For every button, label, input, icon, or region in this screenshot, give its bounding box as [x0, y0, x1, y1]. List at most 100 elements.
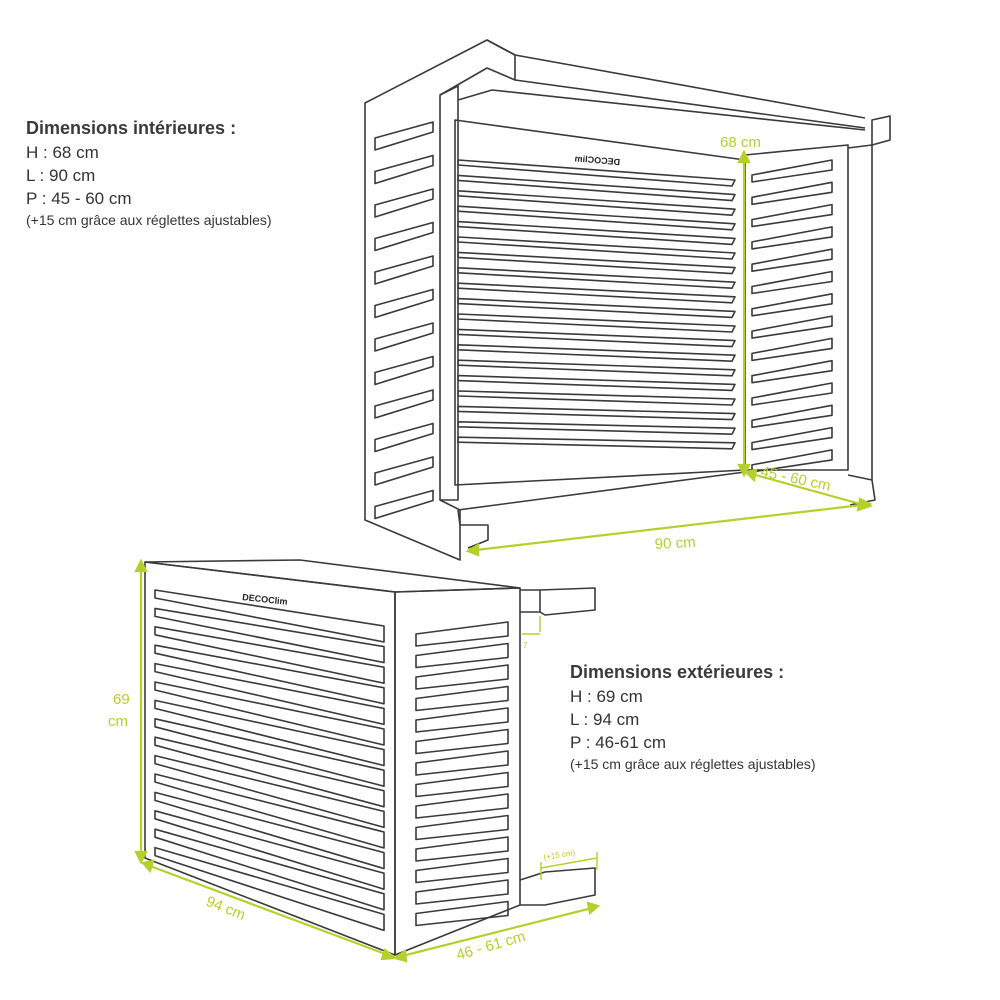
exterior-side-slat [415, 707, 509, 733]
exterior-depth: P : 46-61 cm [570, 733, 667, 752]
ext-height-label-unit: cm [108, 713, 128, 730]
interior-left-slat [374, 121, 434, 151]
interior-right-slat [751, 382, 833, 406]
interior-back-slat [457, 297, 736, 319]
interior-right-panel [744, 144, 849, 471]
int-length-line [475, 503, 863, 552]
exterior-front-slat [154, 717, 385, 788]
interior-right-slat [751, 449, 833, 473]
ext-height-arrow-bottom [134, 850, 148, 865]
interior-cover-drawing [364, 39, 891, 561]
exterior-side-slat [415, 642, 509, 669]
int-depth-line [751, 472, 865, 507]
exterior-side-slat [415, 836, 509, 862]
interior-back-slat [457, 405, 736, 421]
exterior-front-slat [154, 809, 385, 891]
interior-back-slat [457, 313, 736, 333]
interior-back-slat [457, 159, 736, 187]
interior-right-slat [751, 203, 833, 228]
interior-right-slat [751, 248, 833, 273]
interior-left-slat [374, 322, 434, 352]
interior-back-slats [457, 159, 736, 450]
interior-left-slat [374, 422, 434, 453]
interior-back-slat [457, 343, 736, 363]
exterior-front-slats [154, 589, 385, 932]
exterior-side-slat [415, 900, 509, 927]
ext-height-arrow-top [134, 558, 148, 573]
interior-right-post [847, 144, 873, 480]
int-height-arrow-top [737, 149, 751, 164]
exterior-front-slat [154, 625, 385, 685]
interior-right-top-post [871, 115, 891, 146]
int-height-arrow-bottom [737, 463, 751, 478]
interior-left-slat [374, 456, 434, 486]
ext-gap-label: 7 [523, 641, 528, 650]
exterior-side-slat [415, 685, 509, 712]
interior-back-slat [457, 251, 736, 275]
interior-left-slat [374, 188, 434, 218]
interior-back-slat [457, 174, 736, 202]
interior-left-slat [374, 221, 434, 252]
exterior-front-slat [154, 736, 385, 808]
exterior-front-slat [154, 846, 385, 932]
ext-height-label-value: 69 [113, 691, 130, 708]
ext-length-arrow-left [140, 859, 155, 874]
exterior-front-slat [154, 828, 385, 911]
interior-back-slat [457, 374, 736, 392]
exterior-side-slat [415, 814, 509, 841]
ext-extension-line [540, 857, 598, 869]
exterior-height: H : 69 cm [570, 687, 643, 706]
int-depth-label: 45 - 60 cm [759, 463, 832, 494]
exterior-cover-drawing [144, 559, 596, 956]
ext-length-line [149, 864, 389, 957]
interior-left-slat [374, 355, 434, 386]
exterior-extension-top [520, 587, 596, 616]
interior-dimensions-block: Dimensions intérieures : H : 68 cm L : 9… [26, 118, 272, 230]
interior-back-slat [457, 190, 736, 216]
interior-back-slat [457, 328, 736, 348]
exterior-length: L : 94 cm [570, 710, 640, 729]
interior-brand-logo: DECOClim [574, 153, 620, 167]
exterior-front-slat [154, 791, 385, 870]
interior-note: (+15 cm grâce aux réglettes ajustables) [26, 212, 272, 228]
interior-bottom-left [457, 509, 489, 549]
exterior-side-slat [415, 879, 509, 905]
exterior-extension-bottom [519, 867, 596, 906]
exterior-front-slat [154, 644, 385, 705]
interior-right-slat [751, 359, 833, 384]
exterior-front-slat [154, 662, 385, 726]
exterior-title: Dimensions extérieures : [570, 662, 785, 682]
int-depth-arrow-left [743, 468, 758, 483]
interior-length: L : 90 cm [26, 166, 96, 185]
exterior-side-slat [415, 728, 509, 755]
exterior-side-slat [415, 664, 509, 690]
exterior-side-slat [415, 621, 509, 647]
interior-bottom-rail [457, 471, 746, 511]
exterior-top-panel [144, 559, 521, 593]
interior-back-slat [457, 205, 736, 231]
interior-left-slat [374, 389, 434, 419]
interior-back-slat [457, 220, 736, 246]
exterior-dimensions-block: Dimensions extérieures : H : 69 cm L : 9… [570, 662, 816, 774]
int-length-label: 90 cm [654, 534, 696, 553]
exterior-front-slat [154, 681, 385, 746]
ext-length-arrow-right [380, 948, 398, 961]
interior-right-slat [751, 315, 833, 339]
int-length-arrow-left [465, 543, 480, 557]
ext-length-label: 94 cm [204, 893, 248, 924]
ext-extension-label: (+15 cm) [543, 848, 576, 862]
interior-top-edge [457, 89, 866, 131]
exterior-front-slat [154, 589, 385, 643]
interior-height: H : 68 cm [26, 143, 99, 162]
interior-left-slat [374, 489, 434, 520]
exterior-brand-logo: DECOClim [242, 592, 288, 607]
interior-back-slat [457, 236, 736, 260]
exterior-note: (+15 cm grâce aux réglettes ajustables) [570, 756, 816, 772]
exterior-side-slat [415, 750, 509, 776]
interior-right-slat [751, 404, 833, 429]
interior-right-slat [751, 159, 833, 183]
exterior-side-slat [415, 857, 509, 884]
exterior-side-slat [415, 793, 509, 819]
interior-right-slat [751, 226, 833, 250]
